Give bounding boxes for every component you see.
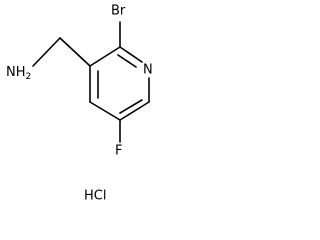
bond-c2-n-inner xyxy=(117,54,137,68)
atom-labels: NH2 Br N F xyxy=(6,4,153,159)
bond-c5-c4 xyxy=(89,101,121,121)
ring-nitrogen-label: N xyxy=(143,63,153,78)
bond-ch2-c3 xyxy=(59,37,91,67)
salt-label: HCl xyxy=(84,189,106,204)
bond-c6-c5-inner xyxy=(119,99,143,114)
bond-c2-n xyxy=(119,46,143,63)
fluorine-label: F xyxy=(115,144,122,159)
bond-n-ch2 xyxy=(32,37,61,67)
chemical-structure-diagram: NH2 Br N F HCl xyxy=(6,4,153,204)
amine-label: NH2 xyxy=(6,65,31,82)
bond-c6-c5 xyxy=(119,101,150,121)
bond-c3-c2 xyxy=(89,46,121,67)
bromine-label: Br xyxy=(111,4,126,19)
bonds xyxy=(32,21,150,143)
